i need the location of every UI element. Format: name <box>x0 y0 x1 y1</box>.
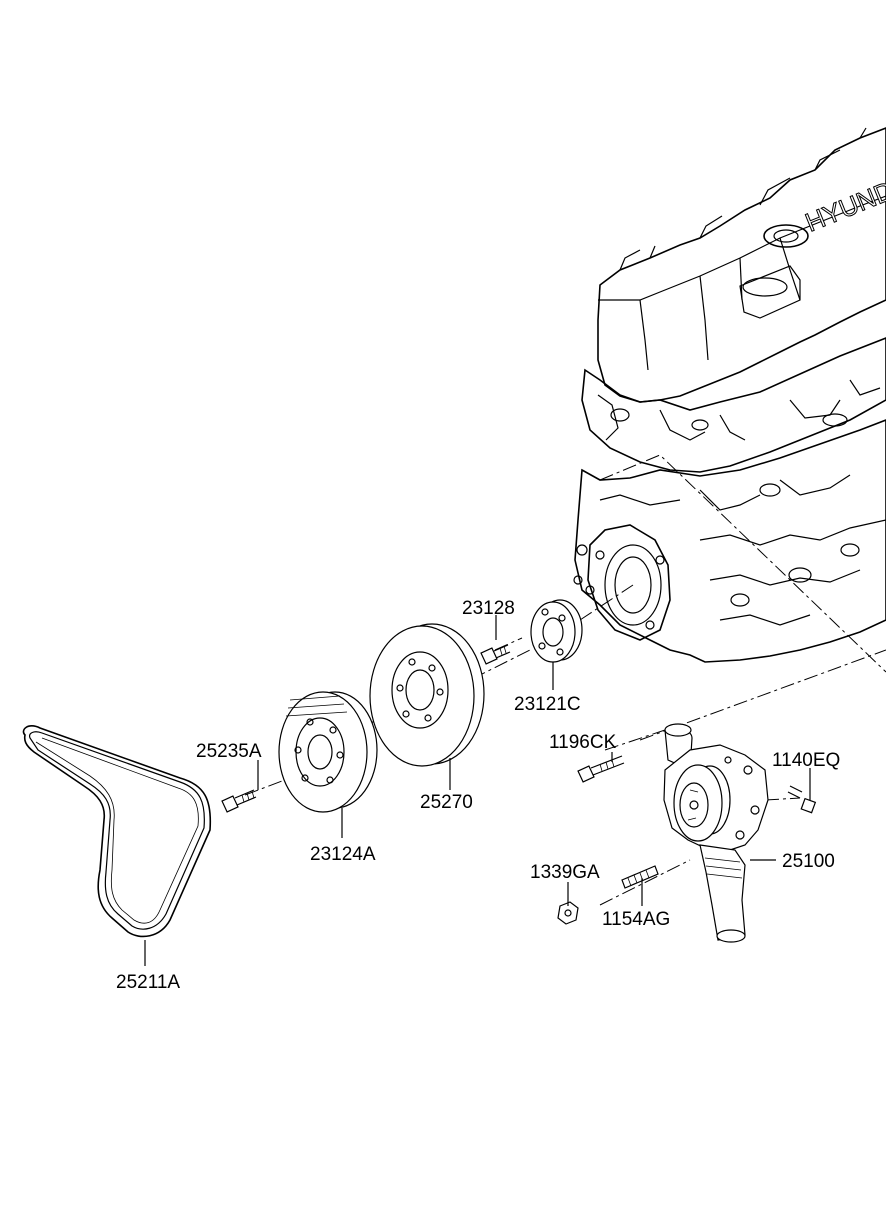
label-1154AG[interactable]: 1154AG <box>602 909 670 930</box>
engine-logo-text: HYUNDAI <box>801 166 886 238</box>
part-1339GA-nut <box>557 901 579 925</box>
centerlines <box>244 454 886 906</box>
label-25270[interactable]: 25270 <box>420 792 473 813</box>
label-23128[interactable]: 23128 <box>462 598 515 619</box>
part-1154AG-stud <box>621 865 659 889</box>
part-1140EQ-bolt <box>787 785 817 814</box>
label-1140EQ[interactable]: 1140EQ <box>772 750 840 771</box>
part-23128-bolt <box>480 644 511 665</box>
label-23121C[interactable]: 23121C <box>514 694 581 715</box>
part-25100-water-pump <box>663 723 769 943</box>
label-25211A[interactable]: 25211A <box>116 972 180 993</box>
part-25211A-belt <box>22 725 212 938</box>
part-1196CK-bolt <box>577 755 625 783</box>
label-1196CK[interactable]: 1196CK <box>549 732 617 753</box>
part-labels: 23128 23121C 25235A 25270 23124A 25211A … <box>116 598 840 993</box>
engine-block: HYUNDAI <box>573 127 886 663</box>
label-25100[interactable]: 25100 <box>782 851 835 872</box>
label-1339GA[interactable]: 1339GA <box>530 862 600 883</box>
leader-lines <box>144 615 811 966</box>
part-23124A-crank-pulley <box>278 691 378 813</box>
part-25235A-bolt <box>221 789 257 813</box>
part-25270-damper <box>369 623 485 767</box>
label-23124A[interactable]: 23124A <box>310 844 376 865</box>
part-23121C-crank-hub <box>530 599 583 663</box>
label-25235A[interactable]: 25235A <box>196 741 262 762</box>
